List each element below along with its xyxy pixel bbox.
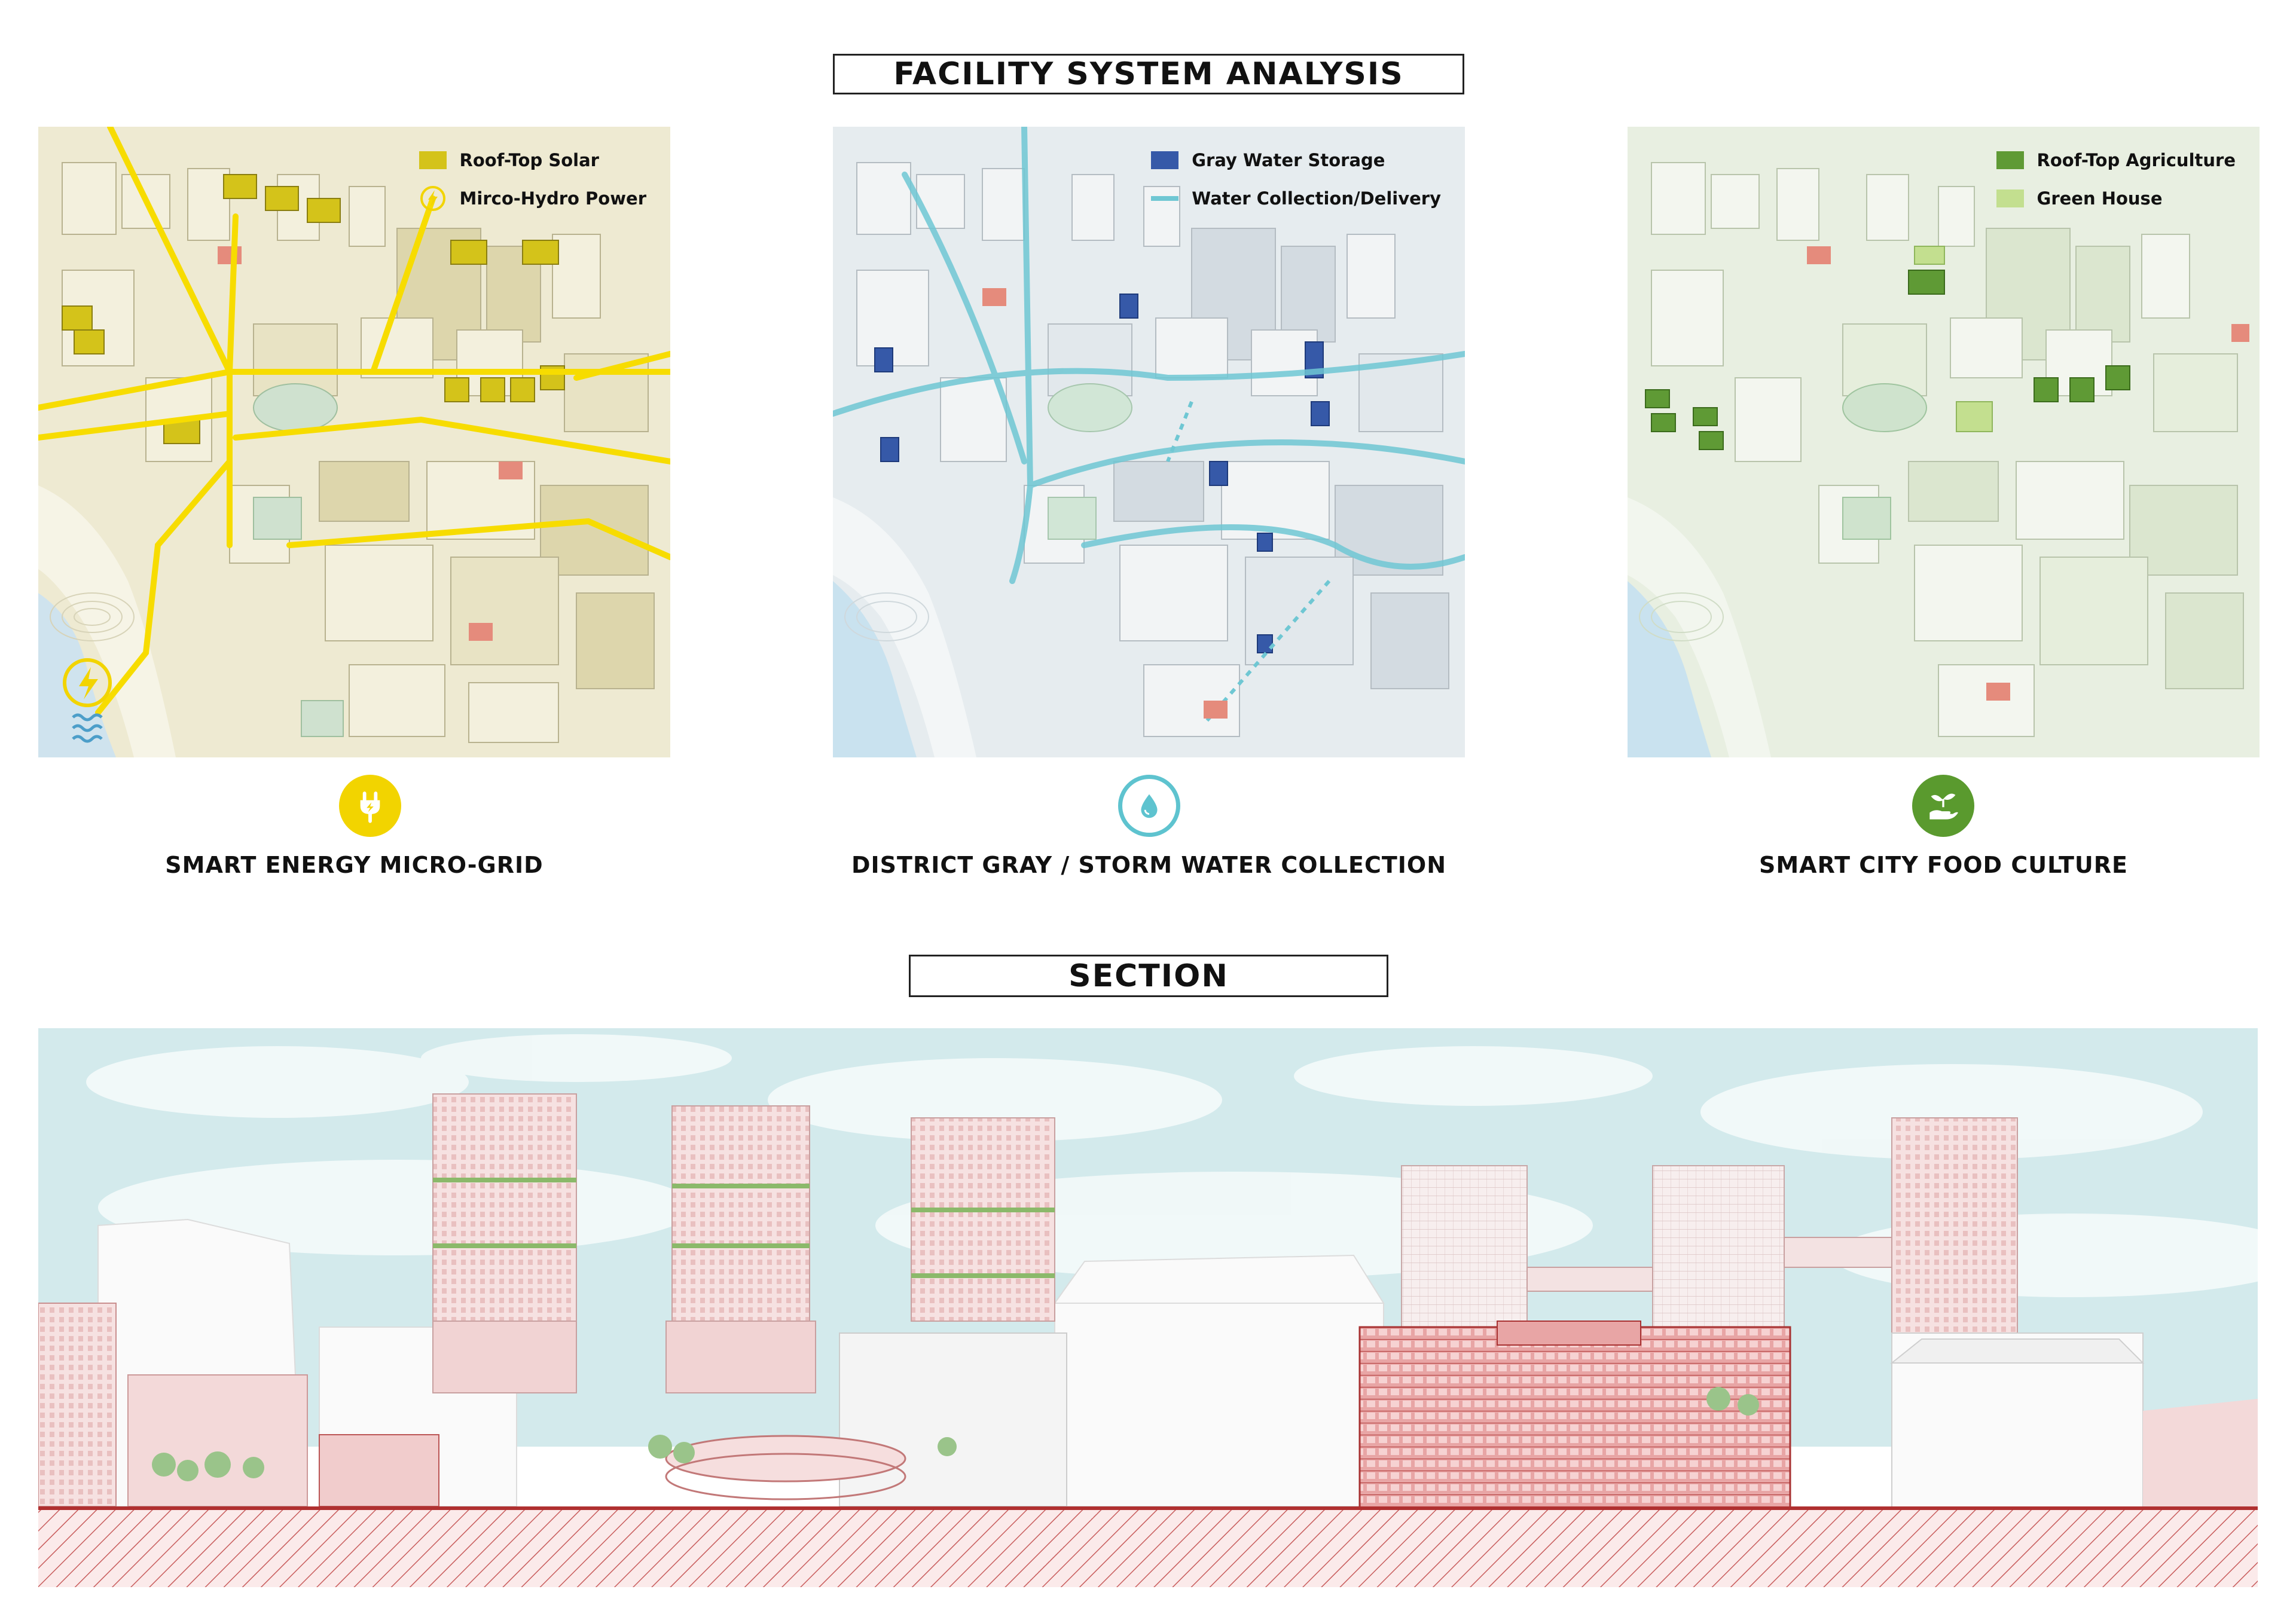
food-map: Roof-Top Agriculture Green House bbox=[1628, 127, 2260, 757]
urban-section-drawing bbox=[38, 1028, 2258, 1587]
bolt-icon bbox=[419, 185, 447, 212]
water-legend: Gray Water Storage Water Collection/Deli… bbox=[1151, 141, 1441, 218]
legend-item-roof-top-agriculture: Roof-Top Agriculture bbox=[1996, 141, 2236, 179]
section-title: SECTION bbox=[909, 955, 1388, 997]
water-caption: DISTRICT GRAY / STORM WATER COLLECTION bbox=[851, 852, 1447, 878]
legend-item-micro-hydro: Mirco-Hydro Power bbox=[419, 179, 646, 218]
legend-label: Gray Water Storage bbox=[1192, 150, 1385, 170]
sprout-hand-icon bbox=[1912, 775, 1974, 837]
energy-map: Roof-Top Solar Mirco-Hydro Power bbox=[38, 127, 670, 757]
legend-item-roof-top-solar: Roof-Top Solar bbox=[419, 141, 646, 179]
food-legend: Roof-Top Agriculture Green House bbox=[1996, 141, 2236, 218]
energy-caption: SMART ENERGY MICRO-GRID bbox=[165, 852, 544, 878]
water-map: Gray Water Storage Water Collection/Deli… bbox=[833, 127, 1465, 757]
plug-icon bbox=[339, 775, 401, 837]
legend-label: Water Collection/Delivery bbox=[1192, 188, 1441, 209]
greenhouse-swatch bbox=[1996, 189, 2024, 207]
legend-label: Roof-Top Agriculture bbox=[2037, 150, 2236, 170]
water-drop-icon bbox=[1118, 775, 1180, 837]
food-caption: SMART CITY FOOD CULTURE bbox=[1759, 852, 2128, 878]
gray-water-swatch bbox=[1151, 151, 1179, 169]
solar-swatch bbox=[419, 151, 447, 169]
legend-label: Roof-Top Solar bbox=[459, 150, 599, 170]
legend-label: Mirco-Hydro Power bbox=[459, 188, 646, 209]
energy-legend: Roof-Top Solar Mirco-Hydro Power bbox=[419, 141, 646, 218]
water-line-swatch bbox=[1151, 196, 1179, 201]
legend-item-water-collection: Water Collection/Delivery bbox=[1151, 179, 1441, 218]
facility-analysis-title: FACILITY SYSTEM ANALYSIS bbox=[833, 54, 1464, 94]
legend-item-gray-water-storage: Gray Water Storage bbox=[1151, 141, 1441, 179]
agriculture-swatch bbox=[1996, 151, 2024, 169]
legend-label: Green House bbox=[2037, 188, 2163, 209]
legend-item-green-house: Green House bbox=[1996, 179, 2236, 218]
